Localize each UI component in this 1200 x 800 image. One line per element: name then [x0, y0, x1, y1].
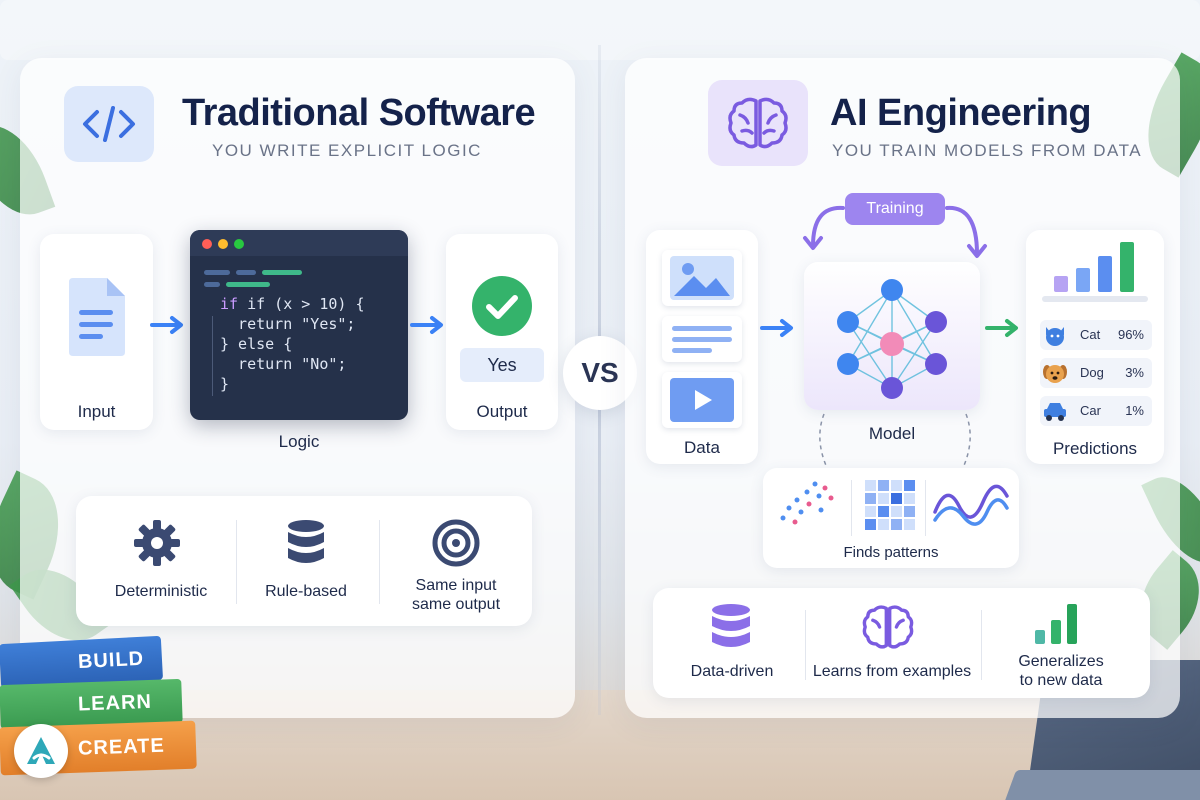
image-thumb [662, 250, 742, 306]
output-label: Output [476, 402, 528, 421]
feature-deterministic: Deterministic [114, 583, 208, 600]
cat-icon [1046, 327, 1064, 346]
bar-chart-icon [1042, 242, 1148, 302]
prediction-value: 96% [1117, 327, 1144, 342]
database-icon [288, 520, 324, 563]
logo-icon [27, 737, 55, 764]
input-label: Input [77, 402, 116, 421]
arrow-right-icon [760, 319, 793, 337]
brain-icon [708, 80, 808, 166]
output-card: Yes Output [446, 234, 558, 430]
logic-label: Logic [278, 432, 320, 451]
feature-rule-based: Rule-based [265, 583, 347, 600]
traditional-subtitle: YOU WRITE EXPLICIT LOGIC [212, 141, 482, 160]
heatmap-icon [865, 480, 915, 530]
code-line-5: } [220, 375, 230, 393]
neural-network-icon [837, 279, 947, 399]
maximize-dot-icon [234, 239, 244, 249]
close-dot-icon [202, 239, 212, 249]
prediction-value: 3% [1125, 365, 1144, 380]
prediction-label: Dog [1080, 365, 1104, 380]
arrow-right-icon [985, 319, 1018, 337]
wave-icon [933, 484, 1009, 526]
check-circle-icon [472, 276, 532, 336]
code-line-3: } else { [220, 335, 293, 353]
target-icon [432, 519, 480, 567]
patterns-label: Finds patterns [843, 544, 939, 561]
prediction-value: 1% [1125, 403, 1144, 418]
model-label: Model [868, 424, 916, 443]
code-editor-window: if if (x > 10) { return "Yes"; } else { … [190, 230, 408, 420]
code-icon [64, 86, 154, 162]
text-thumb [662, 316, 742, 362]
brain-icon [862, 605, 914, 649]
prediction-row-car: Car 1% [1040, 396, 1152, 426]
car-icon [1044, 403, 1066, 421]
feature-data-driven: Data-driven [690, 663, 774, 680]
ai-features: Data-driven Learns from examples General… [653, 588, 1150, 698]
dog-icon [1043, 365, 1067, 383]
training-badge: Training [845, 193, 945, 225]
code-line-1: if (x > 10) { [247, 295, 365, 313]
scatter-icon [780, 481, 834, 525]
image-icon [670, 256, 734, 300]
text-lines-icon [672, 326, 732, 353]
laptop-base [1003, 770, 1200, 800]
patterns-card: Finds patterns [763, 468, 1019, 568]
prediction-row-cat: Cat 96% [1040, 320, 1152, 350]
feature-generalizes: Generalizes to new data [1018, 653, 1104, 689]
traditional-features: Deterministic Rule-based Same input same… [76, 496, 532, 626]
traditional-title: Traditional Software [182, 92, 536, 134]
model-card [804, 262, 980, 410]
growth-chart-icon [1035, 604, 1077, 644]
document-icon [69, 278, 125, 356]
minimize-dot-icon [218, 239, 228, 249]
prediction-label: Cat [1080, 327, 1101, 342]
data-label: Data [684, 438, 720, 457]
loop-arrow-icon [945, 205, 987, 258]
play-icon [670, 378, 734, 422]
prediction-label: Car [1080, 403, 1101, 418]
code-snippet: if if (x > 10) { return "Yes"; } else { … [220, 295, 365, 393]
video-thumb [662, 372, 742, 428]
output-value: Yes [460, 348, 544, 382]
vs-badge: VS [563, 336, 637, 410]
brand-logo[interactable] [14, 724, 68, 778]
code-line-2: return "Yes"; [220, 315, 356, 333]
code-line-4: return "No"; [220, 355, 347, 373]
arrow-right-icon [410, 316, 443, 334]
dashed-connector [819, 413, 971, 471]
window-titlebar [190, 230, 408, 256]
gear-icon [134, 520, 180, 566]
loop-arrow-icon [803, 205, 845, 250]
ai-subtitle: YOU TRAIN MODELS FROM DATA [832, 141, 1143, 160]
feature-learns: Learns from examples [812, 663, 972, 680]
ai-title: AI Engineering [830, 92, 1092, 134]
arrow-right-icon [150, 316, 183, 334]
prediction-row-dog: Dog 3% [1040, 358, 1152, 388]
database-icon [712, 604, 750, 647]
input-card: Input [40, 234, 153, 430]
predictions-label: Predictions [1052, 439, 1138, 458]
feature-same-input: Same input same output [411, 577, 501, 613]
data-card: Data [646, 230, 758, 464]
